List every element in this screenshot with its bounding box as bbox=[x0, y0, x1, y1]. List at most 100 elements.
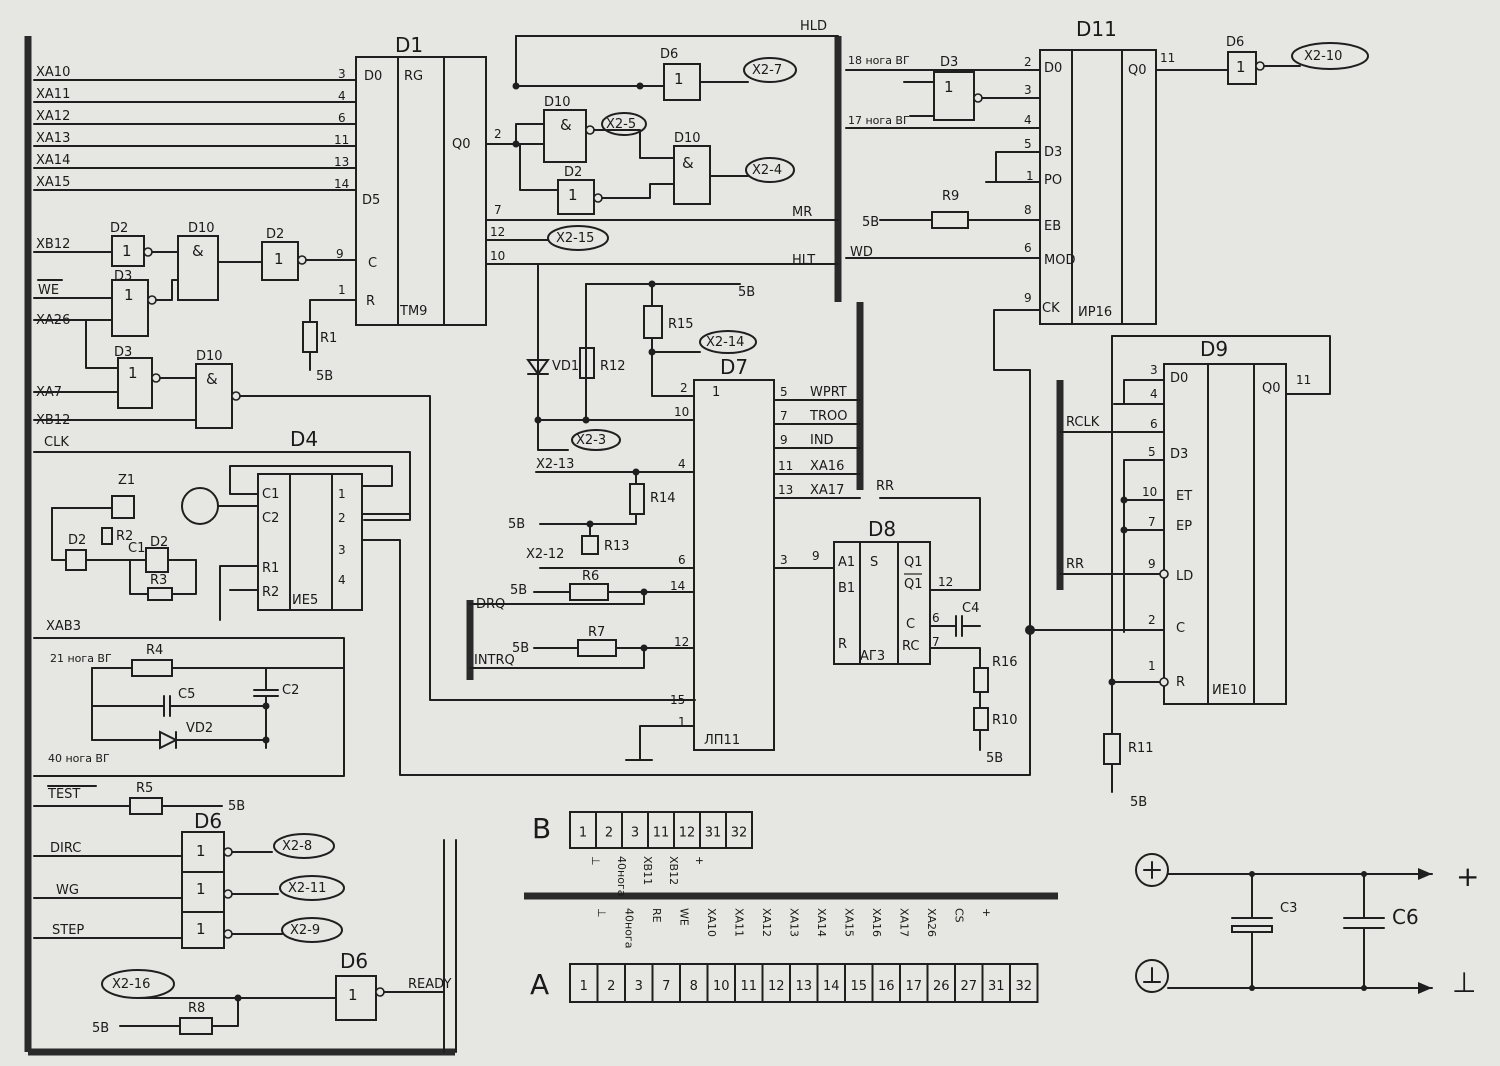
signal-rclk: RCLK bbox=[1066, 415, 1100, 430]
svg-text:EP: EP bbox=[1176, 519, 1192, 534]
svg-text:C: C bbox=[906, 617, 915, 632]
d3-gate-3 bbox=[933, 71, 975, 121]
signal-ready: READY bbox=[408, 977, 451, 992]
svg-text:D2: D2 bbox=[266, 227, 284, 242]
svg-text:5B: 5B bbox=[510, 583, 527, 598]
svg-text:C2: C2 bbox=[262, 511, 279, 526]
d7-chip bbox=[693, 379, 775, 751]
d1-c: C bbox=[368, 256, 377, 271]
svg-text:40 нога ВГ: 40 нога ВГ bbox=[48, 752, 110, 765]
svg-text:X2-16: X2-16 bbox=[112, 977, 150, 992]
r9-resistor bbox=[931, 211, 969, 229]
svg-text:X2-8: X2-8 bbox=[282, 839, 312, 854]
svg-text:D10: D10 bbox=[196, 349, 223, 364]
d1-pin-4: 4 bbox=[338, 89, 346, 103]
input-xa14: XA14 bbox=[36, 153, 70, 168]
connector-pin-number: 10 bbox=[713, 979, 730, 994]
svg-text:2: 2 bbox=[1024, 55, 1032, 69]
power-plus: + bbox=[1456, 860, 1479, 893]
connector-note: + bbox=[693, 856, 706, 865]
d1-pin-3: 3 bbox=[338, 67, 346, 81]
connector-pin-number: 2 bbox=[605, 825, 613, 840]
d1-d5: D5 bbox=[362, 193, 380, 208]
d1-fn: RG bbox=[404, 69, 423, 84]
d10-gate-3 bbox=[543, 109, 587, 163]
svg-text:C4: C4 bbox=[962, 601, 979, 616]
connector-pin-number: 15 bbox=[850, 979, 867, 994]
svg-text:A1: A1 bbox=[838, 555, 855, 570]
svg-text:12: 12 bbox=[938, 575, 953, 589]
svg-text:X2-9: X2-9 bbox=[290, 923, 320, 938]
svg-text:X2-5: X2-5 bbox=[606, 117, 636, 132]
connector-a-label: A bbox=[530, 968, 549, 1001]
svg-text:R2: R2 bbox=[262, 585, 279, 600]
svg-text:6: 6 bbox=[678, 553, 686, 567]
svg-text:R12: R12 bbox=[600, 359, 626, 374]
input-xb12: XB12 bbox=[36, 237, 70, 252]
svg-text:5B: 5B bbox=[862, 215, 879, 230]
svg-text:R3: R3 bbox=[150, 573, 167, 588]
svg-text:17 нога ВГ: 17 нога ВГ bbox=[848, 114, 910, 127]
signal-hlt: HLT bbox=[792, 253, 815, 268]
svg-text:21 нога ВГ: 21 нога ВГ bbox=[50, 652, 112, 665]
connector-note: RE bbox=[650, 908, 663, 923]
svg-text:R14: R14 bbox=[650, 491, 676, 506]
svg-text:D6: D6 bbox=[660, 47, 678, 62]
svg-text:X2-13: X2-13 bbox=[536, 457, 574, 472]
svg-text:&: & bbox=[560, 116, 572, 134]
svg-text:R: R bbox=[838, 637, 847, 652]
svg-text:D10: D10 bbox=[188, 221, 215, 236]
svg-text:2: 2 bbox=[494, 127, 502, 141]
svg-text:5: 5 bbox=[780, 385, 788, 399]
r1-label: R1 bbox=[320, 331, 337, 346]
d7-right-lines bbox=[773, 399, 861, 499]
svg-text:7: 7 bbox=[494, 203, 502, 217]
connector-pin-cell bbox=[725, 811, 753, 849]
svg-text:1: 1 bbox=[196, 880, 206, 898]
r6-resistor bbox=[569, 583, 609, 601]
svg-text:R6: R6 bbox=[582, 569, 599, 584]
svg-text:PO: PO bbox=[1044, 173, 1062, 188]
connector-note: 40нога bbox=[615, 856, 628, 896]
svg-text:D6: D6 bbox=[194, 809, 222, 833]
d1-label: D1 bbox=[395, 33, 423, 57]
svg-text:&: & bbox=[206, 370, 218, 388]
d1-type: TM9 bbox=[399, 304, 427, 319]
d1-pin-14: 14 bbox=[334, 177, 349, 191]
connector-pin-number: 7 bbox=[662, 979, 670, 994]
svg-text:5: 5 bbox=[1148, 445, 1156, 459]
svg-text:MOD: MOD bbox=[1044, 253, 1075, 268]
connector-note: XA14 bbox=[815, 908, 828, 937]
svg-text:ИР16: ИР16 bbox=[1078, 305, 1112, 320]
svg-text:D2: D2 bbox=[150, 535, 168, 550]
d3-gate-2 bbox=[117, 357, 153, 409]
svg-text:R11: R11 bbox=[1128, 741, 1154, 756]
svg-text:3: 3 bbox=[338, 543, 346, 557]
connector-note: XB12 bbox=[667, 856, 680, 885]
d1-pin-13: 13 bbox=[334, 155, 349, 169]
connector-pin-number: 14 bbox=[823, 979, 840, 994]
connector-note: XA12 bbox=[760, 908, 773, 937]
signal-intrq: INTRQ bbox=[474, 653, 515, 668]
svg-text:7: 7 bbox=[932, 635, 940, 649]
connector-note: 40нога bbox=[623, 908, 636, 948]
svg-text:5B: 5B bbox=[92, 1021, 109, 1036]
svg-text:R15: R15 bbox=[668, 317, 694, 332]
d1-q0: Q0 bbox=[452, 137, 471, 152]
power-gnd-terminal bbox=[1135, 959, 1169, 993]
r12-resistor bbox=[579, 347, 595, 379]
svg-text:1: 1 bbox=[678, 715, 686, 729]
svg-text:D2: D2 bbox=[68, 533, 86, 548]
signal-hld: HLD bbox=[800, 19, 827, 34]
signal-drq: DRQ bbox=[476, 597, 505, 612]
connector-pin-number: 26 bbox=[933, 979, 950, 994]
connector-pin-number: 13 bbox=[795, 979, 812, 994]
svg-text:18 нога ВГ: 18 нога ВГ bbox=[848, 54, 910, 67]
svg-text:VD2: VD2 bbox=[186, 721, 213, 736]
svg-text:D2: D2 bbox=[110, 221, 128, 236]
r13-resistor bbox=[581, 535, 599, 555]
svg-text:D3: D3 bbox=[114, 345, 132, 360]
svg-text:D2: D2 bbox=[564, 165, 582, 180]
svg-text:1: 1 bbox=[274, 250, 284, 268]
